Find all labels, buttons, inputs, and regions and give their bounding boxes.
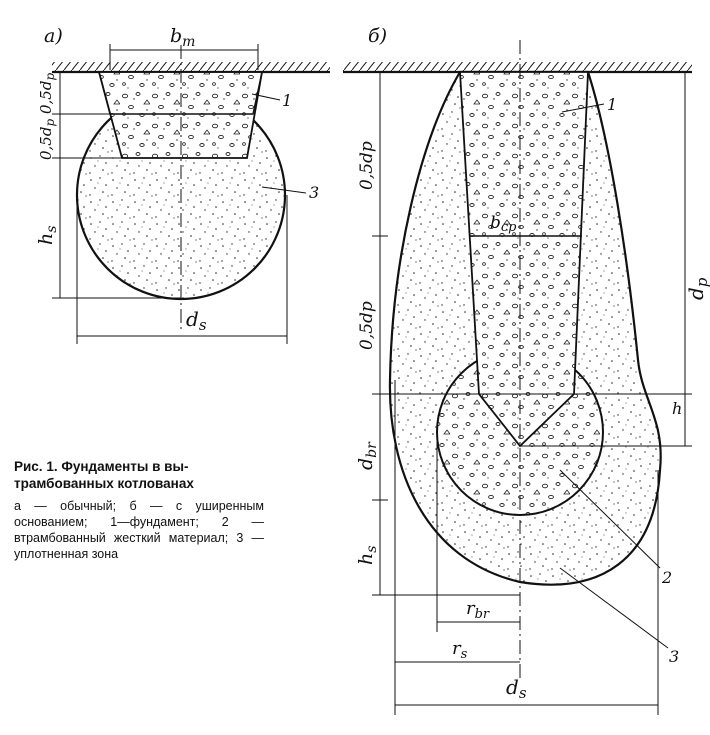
b-leader-1: 1 bbox=[607, 95, 617, 114]
b-h-right-label: h bbox=[672, 399, 682, 418]
a-hs-label: hs bbox=[35, 226, 60, 245]
ground-hatch-a bbox=[52, 62, 330, 71]
a-leader-3: 3 bbox=[309, 183, 319, 202]
b-leader-3: 3 bbox=[669, 647, 679, 666]
caption-title-line1: Рис. 1. Фундаменты в вы- bbox=[14, 459, 189, 474]
figure-caption: Рис. 1. Фундаменты в вы- трамбованных ко… bbox=[14, 458, 264, 562]
b-dp-label: dp bbox=[684, 277, 710, 300]
caption-title: Рис. 1. Фундаменты в вы- трамбованных ко… bbox=[14, 458, 264, 492]
b-leader-1-line bbox=[561, 103, 605, 113]
a-top-left-label: 0,5dp bbox=[37, 73, 57, 114]
b-bcp-label: bcp bbox=[490, 213, 517, 235]
b-leader-3-line bbox=[559, 567, 669, 649]
bm-label: bm bbox=[170, 25, 195, 50]
a-ds-label: ds bbox=[186, 307, 207, 334]
b-leader-2: 2 bbox=[661, 568, 672, 587]
b-half-dp-2: 0,5dp bbox=[357, 301, 377, 350]
b-rs-label: rs bbox=[452, 638, 468, 662]
panel-b-label: б) bbox=[368, 25, 387, 47]
foundation-a-upper bbox=[98, 71, 263, 115]
b-hs-label: hs bbox=[355, 546, 380, 565]
b-leader-2-line bbox=[559, 469, 661, 569]
a-mid-left-label: 0,5dp bbox=[37, 119, 57, 160]
a-leader-1: 1 bbox=[282, 91, 292, 110]
b-dbr-label: dbr bbox=[355, 441, 380, 470]
b-rbr-label: rbr bbox=[466, 598, 490, 622]
b-ds-label: ds bbox=[506, 675, 527, 702]
foundation-b-fill bbox=[459, 71, 589, 448]
caption-legend: а — обычный; б — с уширенным основанием;… bbox=[14, 499, 264, 561]
panel-a-label: а) bbox=[44, 25, 63, 47]
caption-title-line2: трамбованных котлованах bbox=[14, 476, 194, 491]
ground-hatch-b bbox=[343, 62, 692, 71]
a-leader-3-line bbox=[261, 186, 307, 194]
a-leader-1-line bbox=[251, 93, 281, 101]
b-half-dp-1: 0,5dp bbox=[357, 141, 377, 190]
panel-b: б) 0,5dp 0,5dp dbr hs dp h bcp bbox=[343, 25, 710, 715]
panel-a: а) bm 0,5dp 0,5dp hs ds 1 3 bbox=[35, 25, 330, 344]
